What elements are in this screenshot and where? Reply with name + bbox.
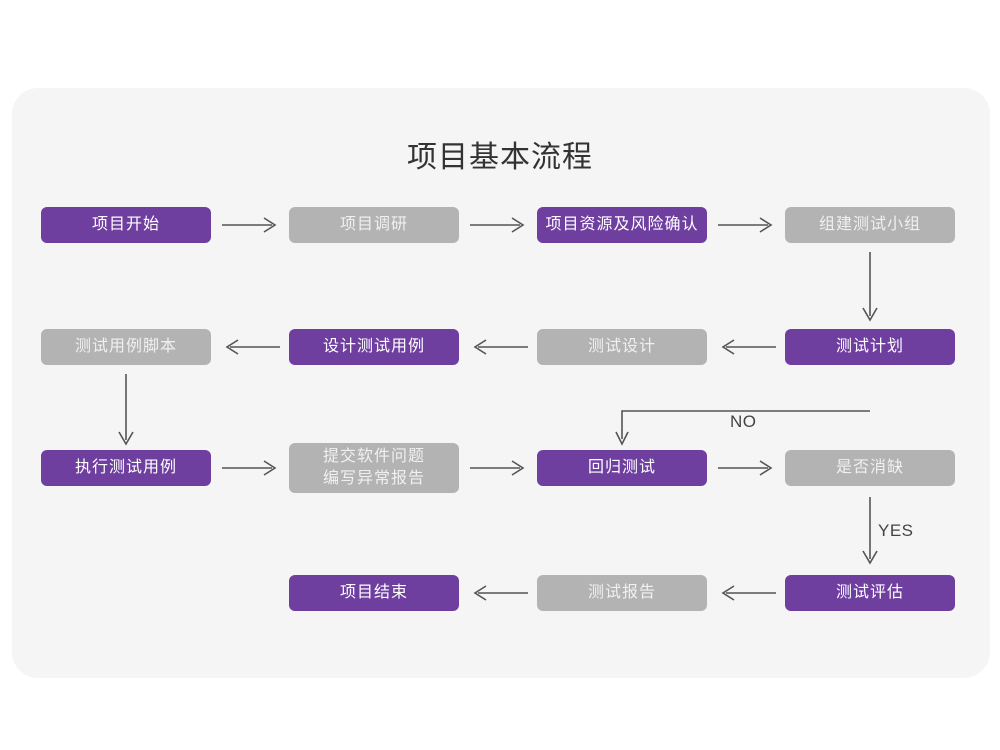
node-regression-test[interactable]: 回归测试 <box>537 450 707 486</box>
arrow-down-icon <box>858 497 882 571</box>
arrow-left-icon <box>470 337 528 357</box>
arrow-down-icon <box>114 374 138 450</box>
arrow-left-icon <box>718 583 776 603</box>
arrow-left-icon <box>718 337 776 357</box>
node-project-end[interactable]: 项目结束 <box>289 575 459 611</box>
page-title: 项目基本流程 <box>407 141 593 174</box>
arrow-right-icon <box>222 458 280 478</box>
node-submit-issue-report[interactable]: 提交软件问题 编写异常报告 <box>289 443 459 493</box>
arrow-right-icon <box>470 215 528 235</box>
arrow-down-icon <box>858 252 882 326</box>
node-project-start[interactable]: 项目开始 <box>41 207 211 243</box>
no-loop-connector <box>615 405 880 453</box>
node-test-design[interactable]: 测试设计 <box>537 329 707 365</box>
edge-label-yes: YES <box>878 521 914 540</box>
node-test-evaluation[interactable]: 测试评估 <box>785 575 955 611</box>
node-execute-test-case[interactable]: 执行测试用例 <box>41 450 211 486</box>
arrow-right-icon <box>718 458 776 478</box>
node-test-report[interactable]: 测试报告 <box>537 575 707 611</box>
arrow-right-icon <box>718 215 776 235</box>
node-test-plan[interactable]: 测试计划 <box>785 329 955 365</box>
node-test-case-script[interactable]: 测试用例脚本 <box>41 329 211 365</box>
edge-label-no: NO <box>730 412 757 431</box>
node-resource-risk-confirm[interactable]: 项目资源及风险确认 <box>537 207 707 243</box>
node-project-research[interactable]: 项目调研 <box>289 207 459 243</box>
arrow-left-icon <box>222 337 280 357</box>
node-form-test-team[interactable]: 组建测试小组 <box>785 207 955 243</box>
node-design-test-case[interactable]: 设计测试用例 <box>289 329 459 365</box>
arrow-right-icon <box>470 458 528 478</box>
arrow-right-icon <box>222 215 280 235</box>
arrow-left-icon <box>470 583 528 603</box>
node-defect-cleared[interactable]: 是否消缺 <box>785 450 955 486</box>
